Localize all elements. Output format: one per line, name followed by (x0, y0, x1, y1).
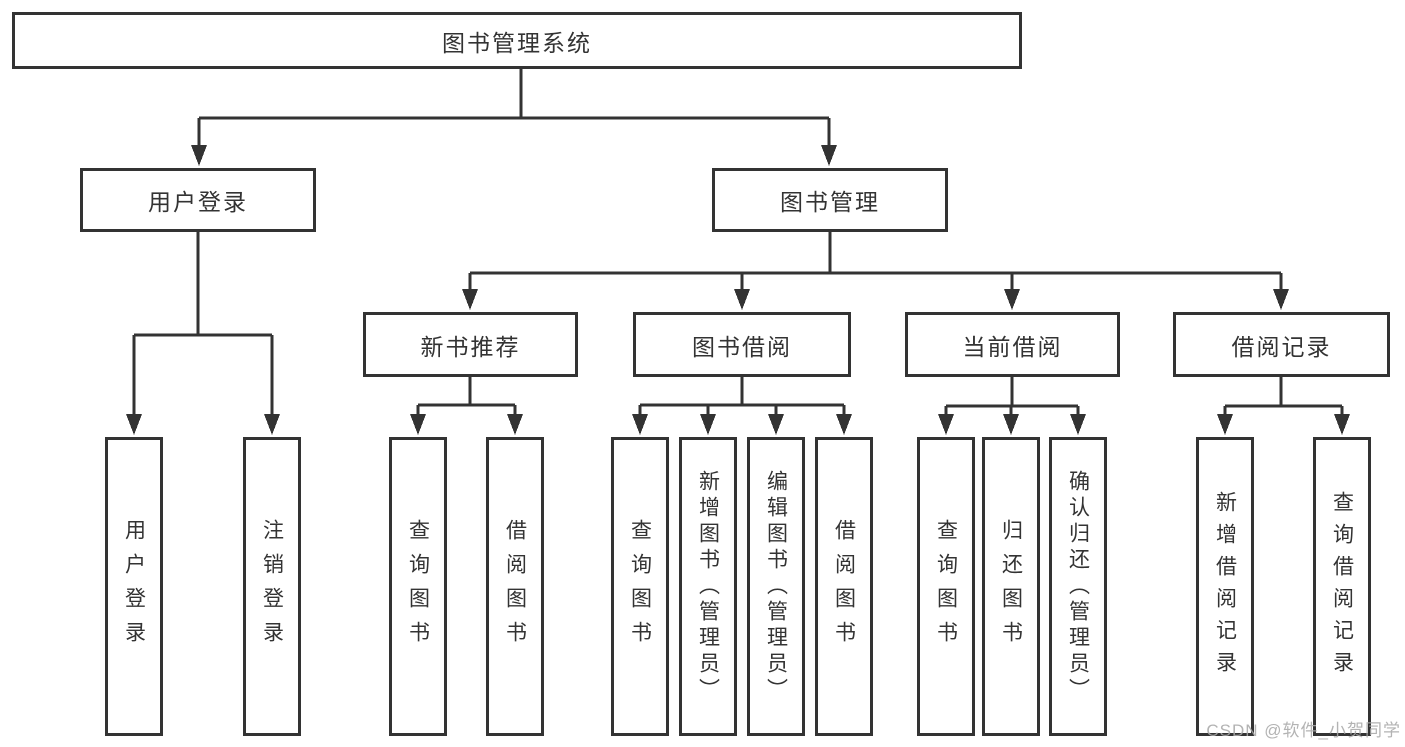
connector-user-login-to-leaves (126, 232, 280, 435)
leaf-add-borrow-record: 新增借阅记录 (1196, 437, 1254, 736)
connector-root-to-level2 (191, 68, 837, 166)
leaf-query-books-recommend: 查询图书 (389, 437, 447, 736)
leaf-borrow-books-recommend: 借阅图书 (486, 437, 544, 736)
arrow-down-icon (126, 414, 142, 435)
node-book-management: 图书管理 (712, 168, 948, 232)
node-new-book-recommend: 新书推荐 (363, 312, 578, 377)
arrow-down-icon (938, 414, 954, 435)
arrow-down-icon (1070, 414, 1086, 435)
arrow-down-icon (1004, 289, 1020, 310)
arrow-down-icon (632, 414, 648, 435)
connector-book-borrowing-to-leaves (632, 377, 852, 435)
arrow-down-icon (700, 414, 716, 435)
arrow-down-icon (1003, 414, 1019, 435)
leaf-add-books-admin: 新增图书（管理员） (679, 437, 737, 736)
leaf-query-books-current: 查询图书 (917, 437, 975, 736)
connector-borrowing-records-to-leaves (1217, 377, 1350, 435)
leaf-edit-books-admin: 编辑图书（管理员） (747, 437, 805, 736)
arrow-down-icon (191, 145, 207, 166)
arrow-down-icon (1334, 414, 1350, 435)
connector-current-borrowing-to-leaves (938, 377, 1086, 435)
arrow-down-icon (821, 145, 837, 166)
arrow-down-icon (462, 289, 478, 310)
leaf-query-borrow-record: 查询借阅记录 (1313, 437, 1371, 736)
leaf-borrow-books-borrowing: 借阅图书 (815, 437, 873, 736)
arrow-down-icon (410, 414, 426, 435)
arrow-down-icon (768, 414, 784, 435)
arrow-down-icon (507, 414, 523, 435)
node-book-borrowing: 图书借阅 (633, 312, 851, 377)
arrow-down-icon (734, 289, 750, 310)
watermark: CSDN @软件_小贺同学 (1206, 721, 1401, 740)
leaf-logout: 注销登录 (243, 437, 301, 736)
arrow-down-icon (264, 414, 280, 435)
leaf-query-books-borrowing: 查询图书 (611, 437, 669, 736)
connector-book-management-to-level3 (462, 232, 1289, 310)
arrow-down-icon (836, 414, 852, 435)
node-root: 图书管理系统 (12, 12, 1022, 69)
arrow-down-icon (1217, 414, 1233, 435)
node-user-login: 用户登录 (80, 168, 316, 232)
connector-new-book-recommend-to-leaves (410, 377, 523, 435)
node-current-borrowing: 当前借阅 (905, 312, 1120, 377)
leaf-confirm-return-admin: 确认归还（管理员） (1049, 437, 1107, 736)
arrow-down-icon (1273, 289, 1289, 310)
node-borrowing-records: 借阅记录 (1173, 312, 1390, 377)
leaf-user-login: 用户登录 (105, 437, 163, 736)
leaf-return-books: 归还图书 (982, 437, 1040, 736)
